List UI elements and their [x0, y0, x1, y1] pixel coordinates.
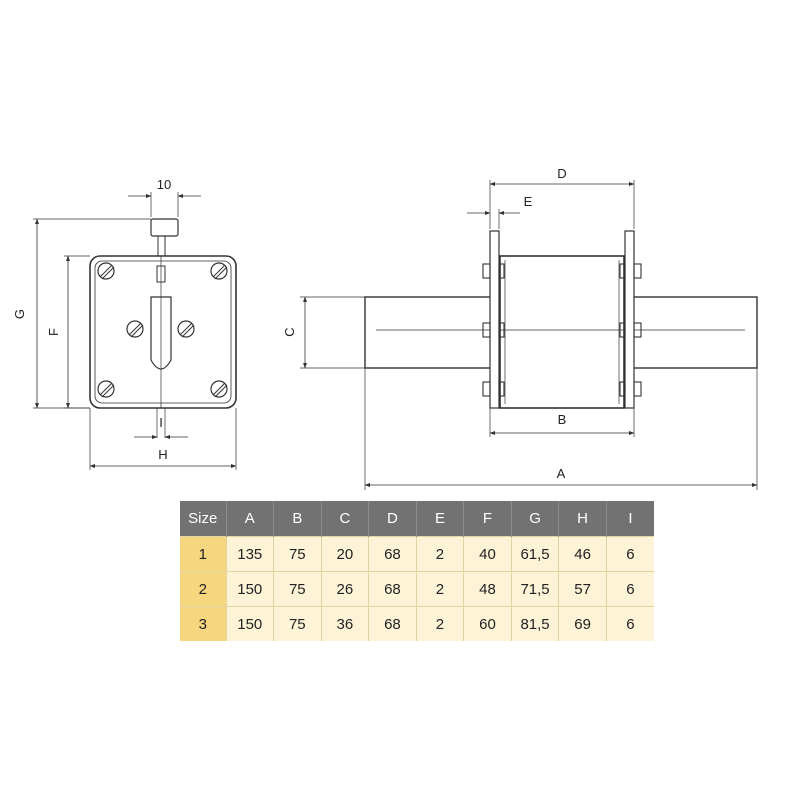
dim-label-g: G [12, 309, 27, 319]
table-cell: 46 [558, 536, 607, 572]
table-cell: 36 [321, 606, 370, 641]
dim-label-h: H [158, 447, 167, 462]
table-cell: 81,5 [511, 606, 560, 641]
dim-label-a: A [557, 466, 566, 481]
table-cell: 69 [558, 606, 607, 641]
blade-left [364, 296, 496, 369]
table-cell: 20 [321, 536, 370, 572]
header-i: I [606, 501, 654, 537]
table-cell: 48 [463, 571, 512, 607]
table-cell: 75 [273, 571, 322, 607]
header-a: A [226, 501, 275, 537]
plate-screws [482, 263, 642, 397]
corner-screws [97, 262, 228, 398]
table-header-row: Size A B C D E F G H I [180, 501, 654, 537]
table-cell: 6 [606, 571, 654, 607]
table-cell: 2 [416, 606, 465, 641]
table-cell: 57 [558, 571, 607, 607]
fuse-technical-drawing: 10 G F I H [12, 166, 758, 490]
blade-contact [150, 296, 172, 370]
dim-label-d: D [557, 166, 566, 181]
table-cell: 150 [226, 571, 275, 607]
header-g: G [511, 501, 560, 537]
table-cell: 135 [226, 536, 275, 572]
table-cell: 71,5 [511, 571, 560, 607]
fuse-body-front [89, 255, 237, 409]
table-cell: 68 [368, 536, 417, 572]
table-cell: 3 [180, 606, 227, 641]
dim-label-e: E [524, 194, 533, 209]
dimension-table: Size A B C D E F G H I 1 135 75 20 68 2 … [180, 501, 654, 641]
table-row: 3 150 75 36 68 2 60 81,5 69 6 [180, 606, 654, 641]
fuse-body-side [499, 255, 625, 409]
blade-right [629, 296, 758, 369]
front-view [33, 192, 237, 470]
dim-label-c: C [282, 327, 297, 336]
inner-screws [126, 320, 195, 338]
table-cell: 75 [273, 606, 322, 641]
header-f: F [463, 501, 512, 537]
table-cell: 2 [416, 571, 465, 607]
dim-label-10: 10 [157, 177, 171, 192]
table-cell: 2 [416, 536, 465, 572]
dim-label-i: I [159, 415, 163, 430]
dim-label-b: B [558, 412, 567, 427]
header-c: C [321, 501, 370, 537]
table-cell: 2 [180, 571, 227, 607]
end-plate-right [624, 230, 635, 409]
table-cell: 1 [180, 536, 227, 572]
table-cell: 150 [226, 606, 275, 641]
end-plate-left [489, 230, 500, 409]
table-cell: 75 [273, 536, 322, 572]
table-row: 1 135 75 20 68 2 40 61,5 46 6 [180, 536, 654, 572]
table-cell: 68 [368, 571, 417, 607]
header-e: E [416, 501, 465, 537]
table-cell: 40 [463, 536, 512, 572]
header-b: B [273, 501, 322, 537]
indicator-knob [150, 218, 179, 237]
table-cell: 61,5 [511, 536, 560, 572]
table-cell: 26 [321, 571, 370, 607]
side-view [300, 180, 758, 490]
table-row: 2 150 75 26 68 2 48 71,5 57 6 [180, 571, 654, 607]
header-size: Size [180, 501, 227, 537]
header-h: H [558, 501, 607, 537]
table-cell: 6 [606, 536, 654, 572]
dim-label-f: F [46, 328, 61, 336]
table-cell: 68 [368, 606, 417, 641]
table-cell: 6 [606, 606, 654, 641]
table-cell: 60 [463, 606, 512, 641]
header-d: D [368, 501, 417, 537]
